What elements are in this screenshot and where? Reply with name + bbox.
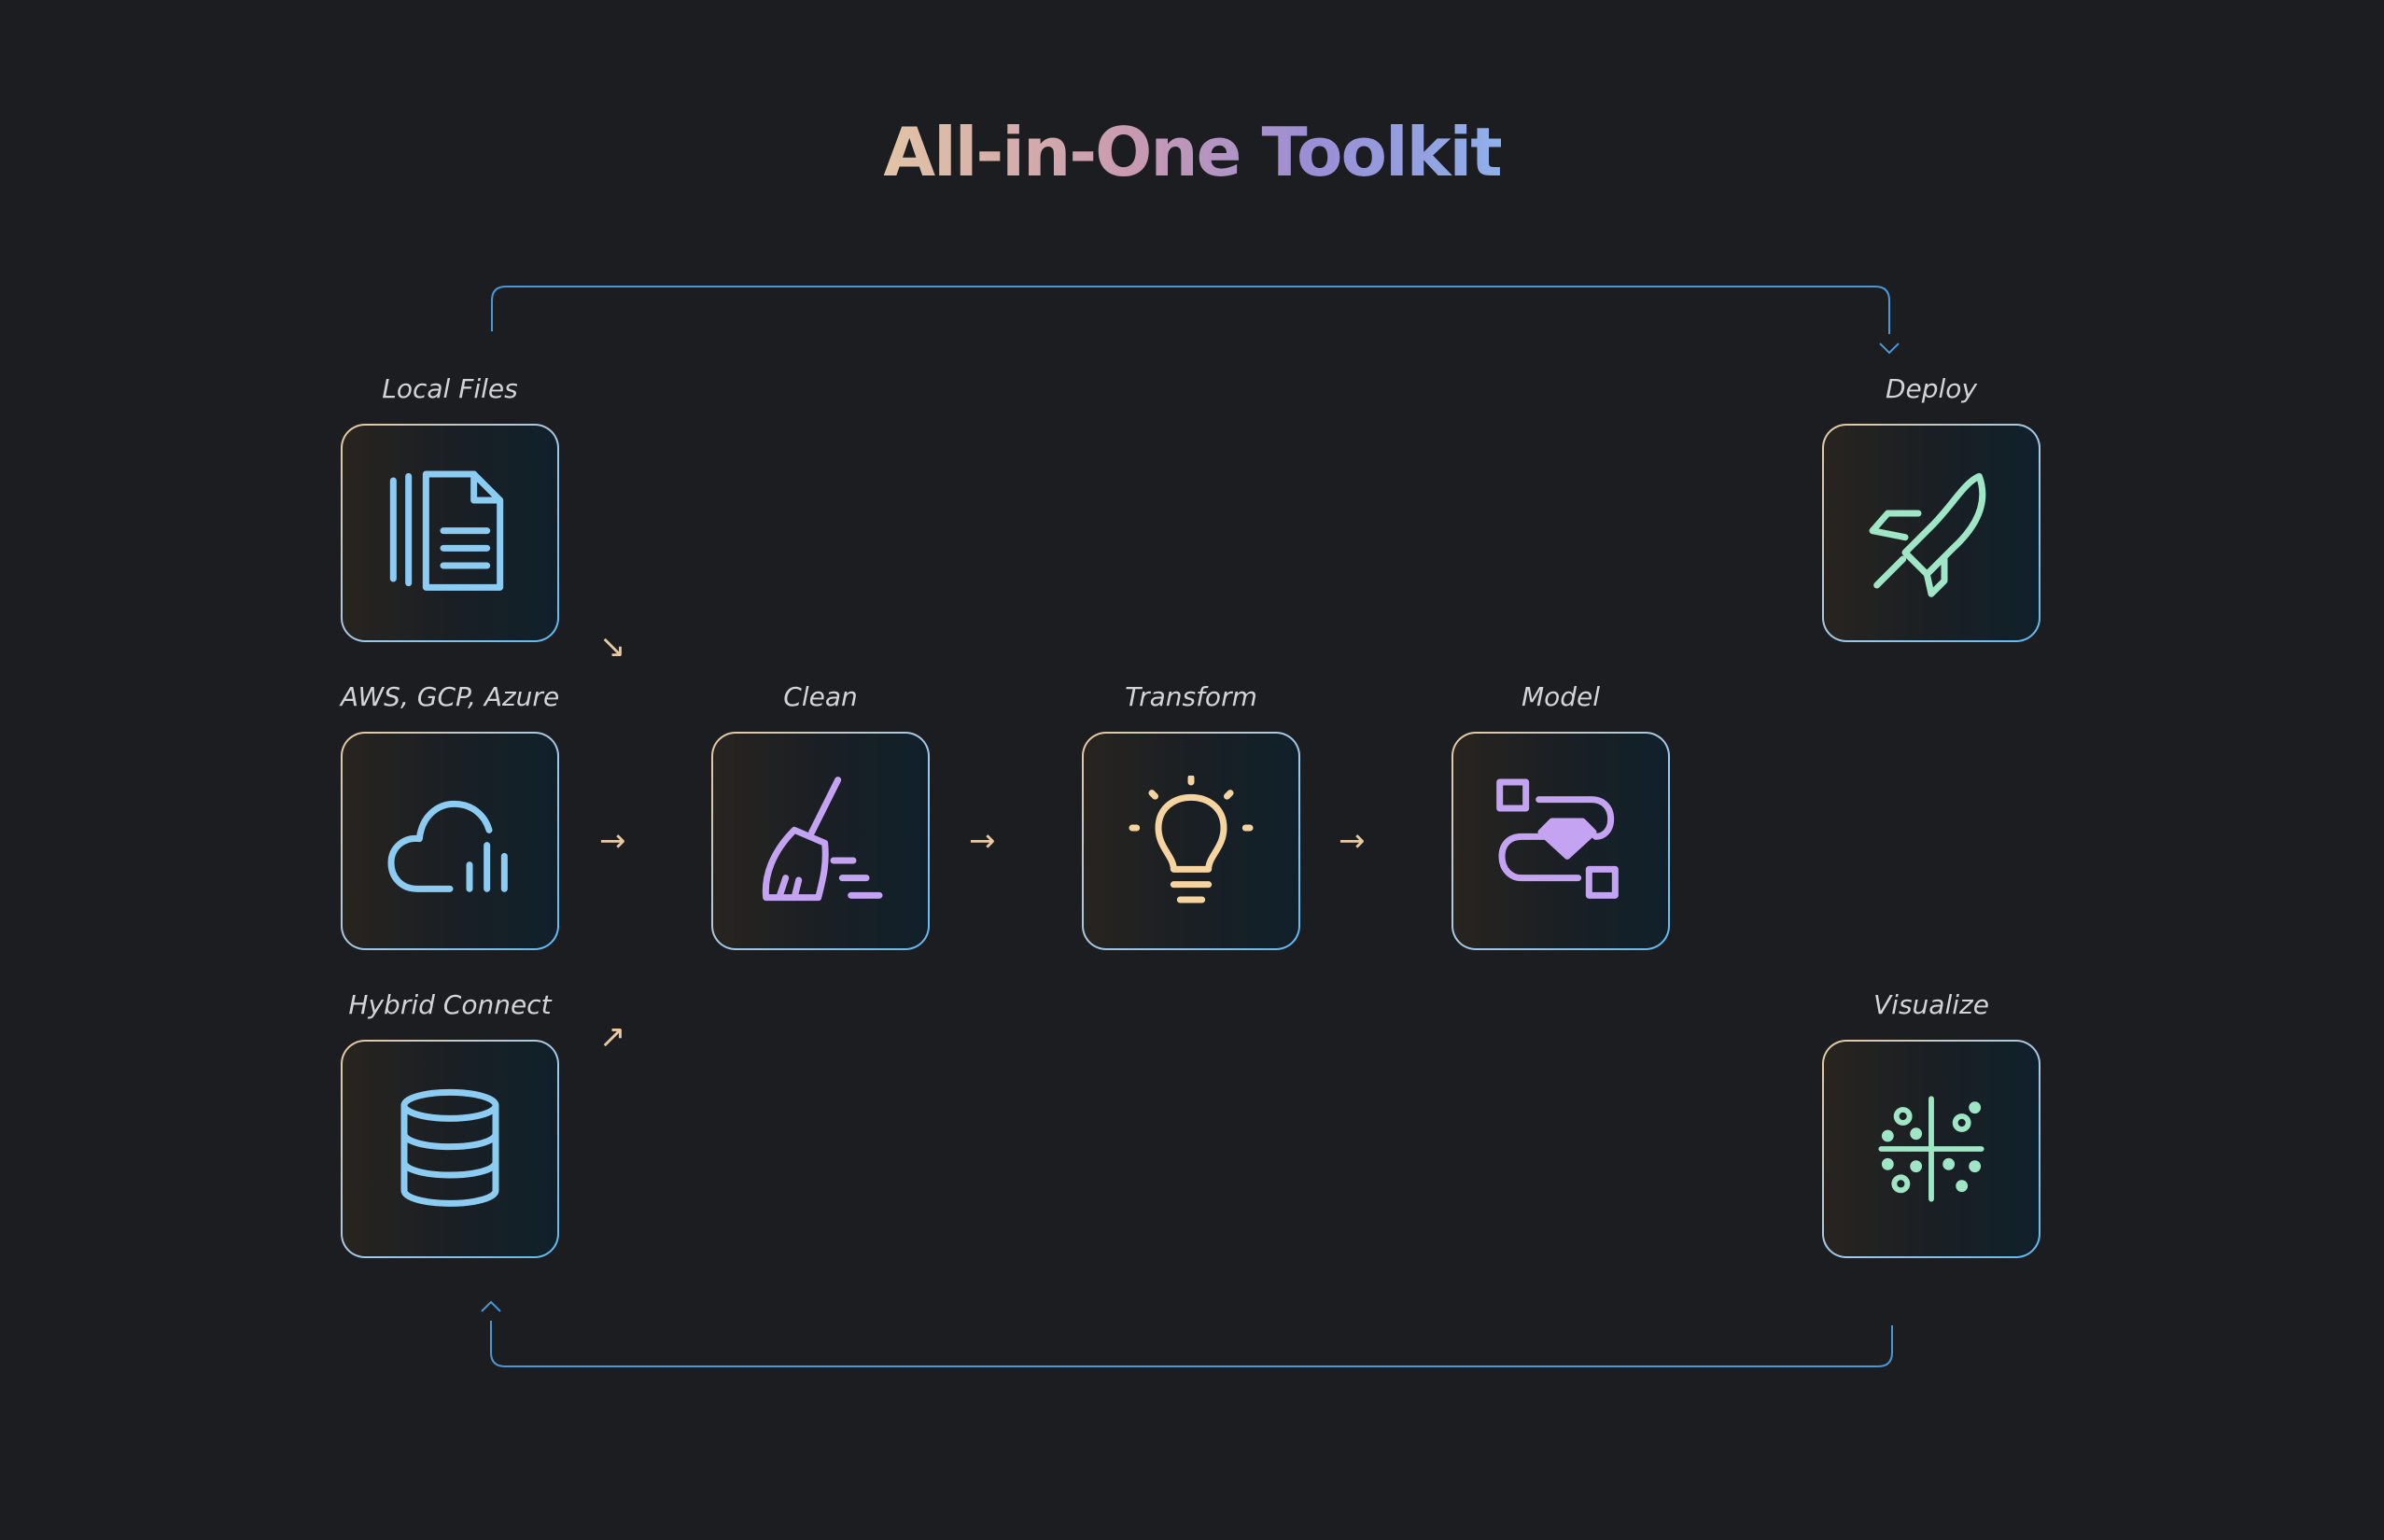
arrow-local-to-clean: ↘	[599, 628, 626, 665]
arrow-cloud-to-clean: →	[599, 822, 626, 860]
model-flow-icon	[1496, 778, 1619, 899]
lightbulb-icon	[1129, 776, 1254, 903]
top-loop-connector	[491, 286, 1890, 334]
arrow-clean-to-transform: →	[969, 822, 996, 860]
label-visualize: Visualize	[1873, 989, 1989, 1020]
label-hybrid: Hybrid Connect	[348, 989, 552, 1020]
diagram-title: All-in-One Toolkit	[883, 113, 1502, 191]
node-visualize[interactable]	[1822, 1040, 2040, 1258]
label-deploy: Deploy	[1885, 373, 1978, 404]
label-transform: Transform	[1125, 681, 1257, 712]
document-stack-icon	[389, 470, 504, 591]
node-cloud[interactable]	[341, 732, 559, 950]
node-clean[interactable]	[711, 732, 930, 950]
node-hybrid[interactable]	[341, 1040, 559, 1258]
top-loop-arrowhead	[1879, 343, 1900, 355]
label-cloud: AWS, GCP, Azure	[340, 681, 560, 712]
rocket-icon	[1869, 472, 1986, 597]
node-deploy[interactable]	[1822, 424, 2040, 642]
cloud-chart-icon	[387, 800, 508, 892]
node-model[interactable]	[1451, 732, 1670, 950]
label-model: Model	[1521, 681, 1601, 712]
database-icon	[400, 1088, 499, 1207]
scatter-plot-icon	[1878, 1096, 1984, 1202]
bottom-loop-connector	[490, 1321, 1893, 1367]
label-local-files: Local Files	[382, 373, 518, 404]
node-local-files[interactable]	[341, 424, 559, 642]
label-clean: Clean	[783, 681, 858, 712]
broom-icon	[762, 777, 883, 902]
bottom-loop-arrowhead	[481, 1300, 501, 1312]
arrow-transform-to-model: →	[1339, 822, 1366, 860]
node-transform[interactable]	[1082, 732, 1300, 950]
arrow-hybrid-to-clean: ↗	[599, 1018, 626, 1056]
